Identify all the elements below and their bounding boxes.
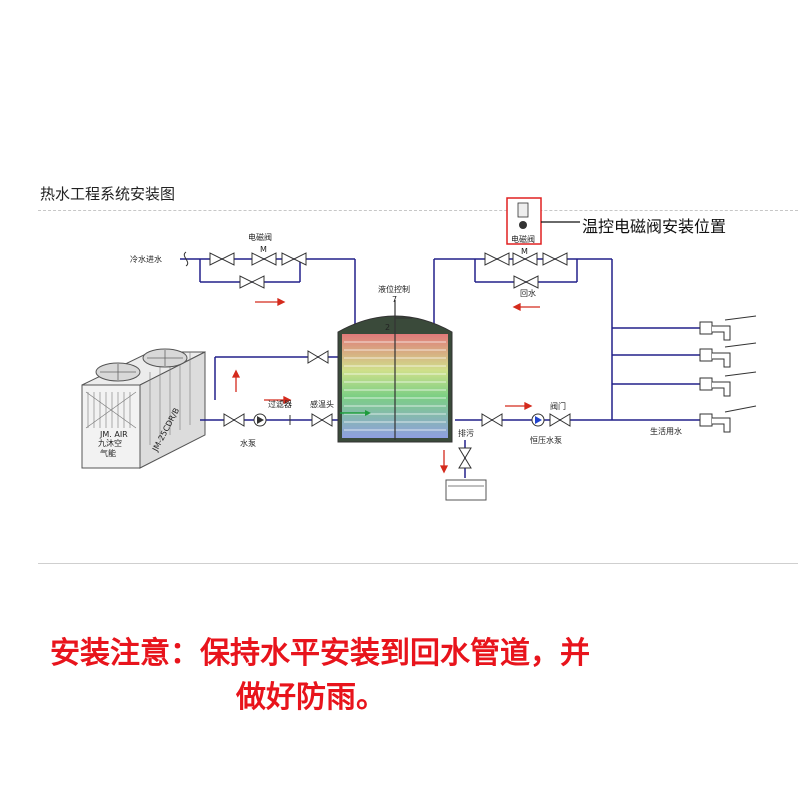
label-temp-sensor: 感温头 — [310, 399, 334, 409]
label-valve-m-left: M — [260, 245, 267, 254]
unit-brand: JM. AIR — [99, 430, 128, 439]
label-const-pressure-pump: 恒压水泵 — [530, 435, 562, 445]
label-return-water: 回水 — [520, 288, 536, 298]
label-solenoid-valve-box: 电磁阀 — [511, 234, 535, 244]
label-valve-m-right: M — [521, 247, 528, 256]
diagram-title: 热水工程系统安装图 — [40, 185, 176, 203]
thermostatic-valve-box — [506, 197, 580, 245]
drain-basin — [445, 479, 487, 501]
label-filter: 过滤器 — [268, 399, 292, 409]
label-level-7: 7 — [392, 295, 397, 304]
unit-name-line1: 九沐空 — [98, 438, 122, 448]
label-valve: 阀门 — [550, 401, 566, 411]
unit-name-line2: 气能 — [100, 448, 116, 458]
installation-notice: 安装注意：保持水平安装到回水管道，并 做好防雨。 — [50, 632, 770, 720]
label-level-2: 2 — [385, 323, 390, 332]
notice-line-2: 做好防雨。 — [236, 680, 386, 715]
pumps — [253, 413, 545, 427]
title-divider — [38, 210, 798, 211]
callout-thermostatic-valve: 温控电磁阀安装位置 — [582, 217, 727, 236]
flow-arrows — [231, 297, 540, 474]
label-solenoid-valve: 电磁阀 — [248, 232, 272, 242]
label-domestic-water: 生活用水 — [650, 426, 682, 436]
heat-pump-unit: JM. AIR 九沐空 气能 JM-25CDR/B — [81, 348, 206, 469]
label-water-pump: 水泵 — [240, 438, 256, 448]
notice-line-1: 安装注意：保持水平安装到回水管道，并 — [50, 636, 590, 671]
faucets — [699, 315, 757, 433]
storage-tank — [337, 300, 453, 443]
label-level-control: 液位控制 — [378, 284, 410, 294]
label-drain: 排污 — [458, 428, 474, 438]
strainer-symbol — [183, 251, 189, 267]
label-cold-inlet: 冷水进水 — [130, 254, 162, 264]
valves — [209, 252, 571, 469]
section-divider — [38, 563, 798, 564]
